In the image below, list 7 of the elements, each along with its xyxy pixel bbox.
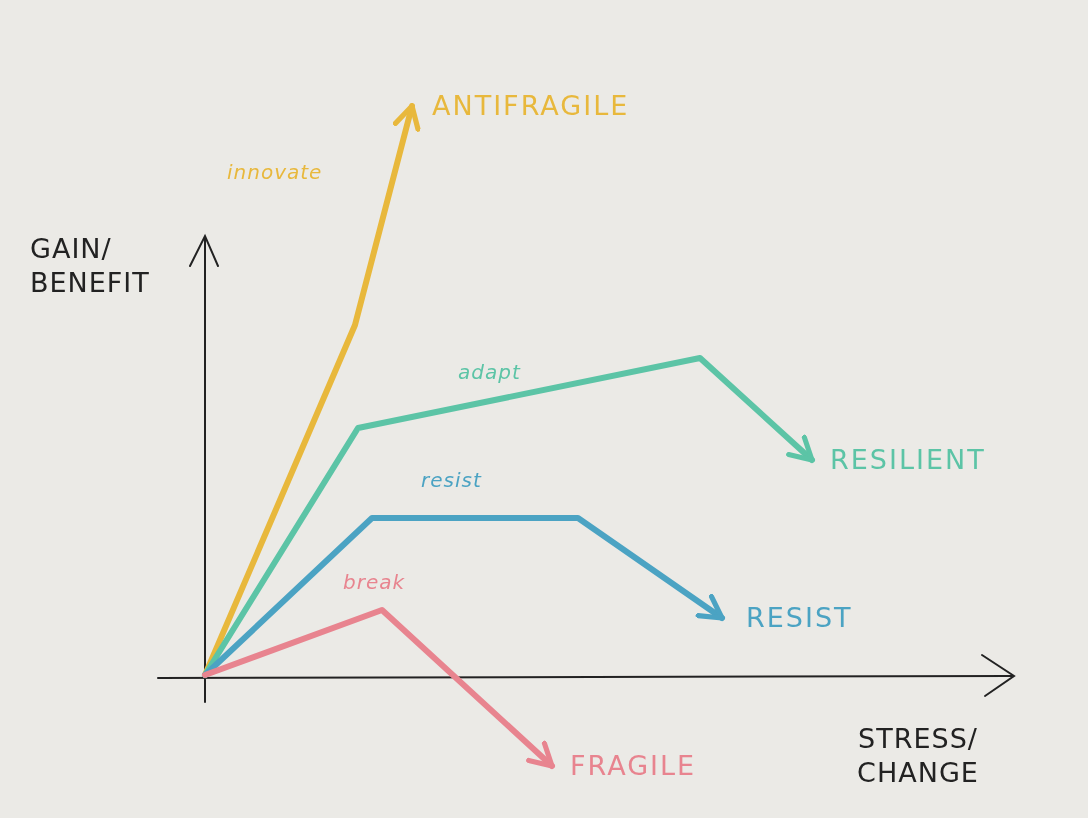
axis-label: GAIN/ BENEFIT xyxy=(30,232,151,300)
axis-label: STRESS/ CHANGE xyxy=(856,722,980,790)
outcome-label: FRAGILE xyxy=(550,748,701,784)
curve-arrow xyxy=(202,607,555,769)
outcome-label: RESILIENT xyxy=(810,442,990,478)
outcome-label: RESIST xyxy=(720,600,857,636)
outcome-label: ANTIFRAGILE xyxy=(410,88,634,124)
